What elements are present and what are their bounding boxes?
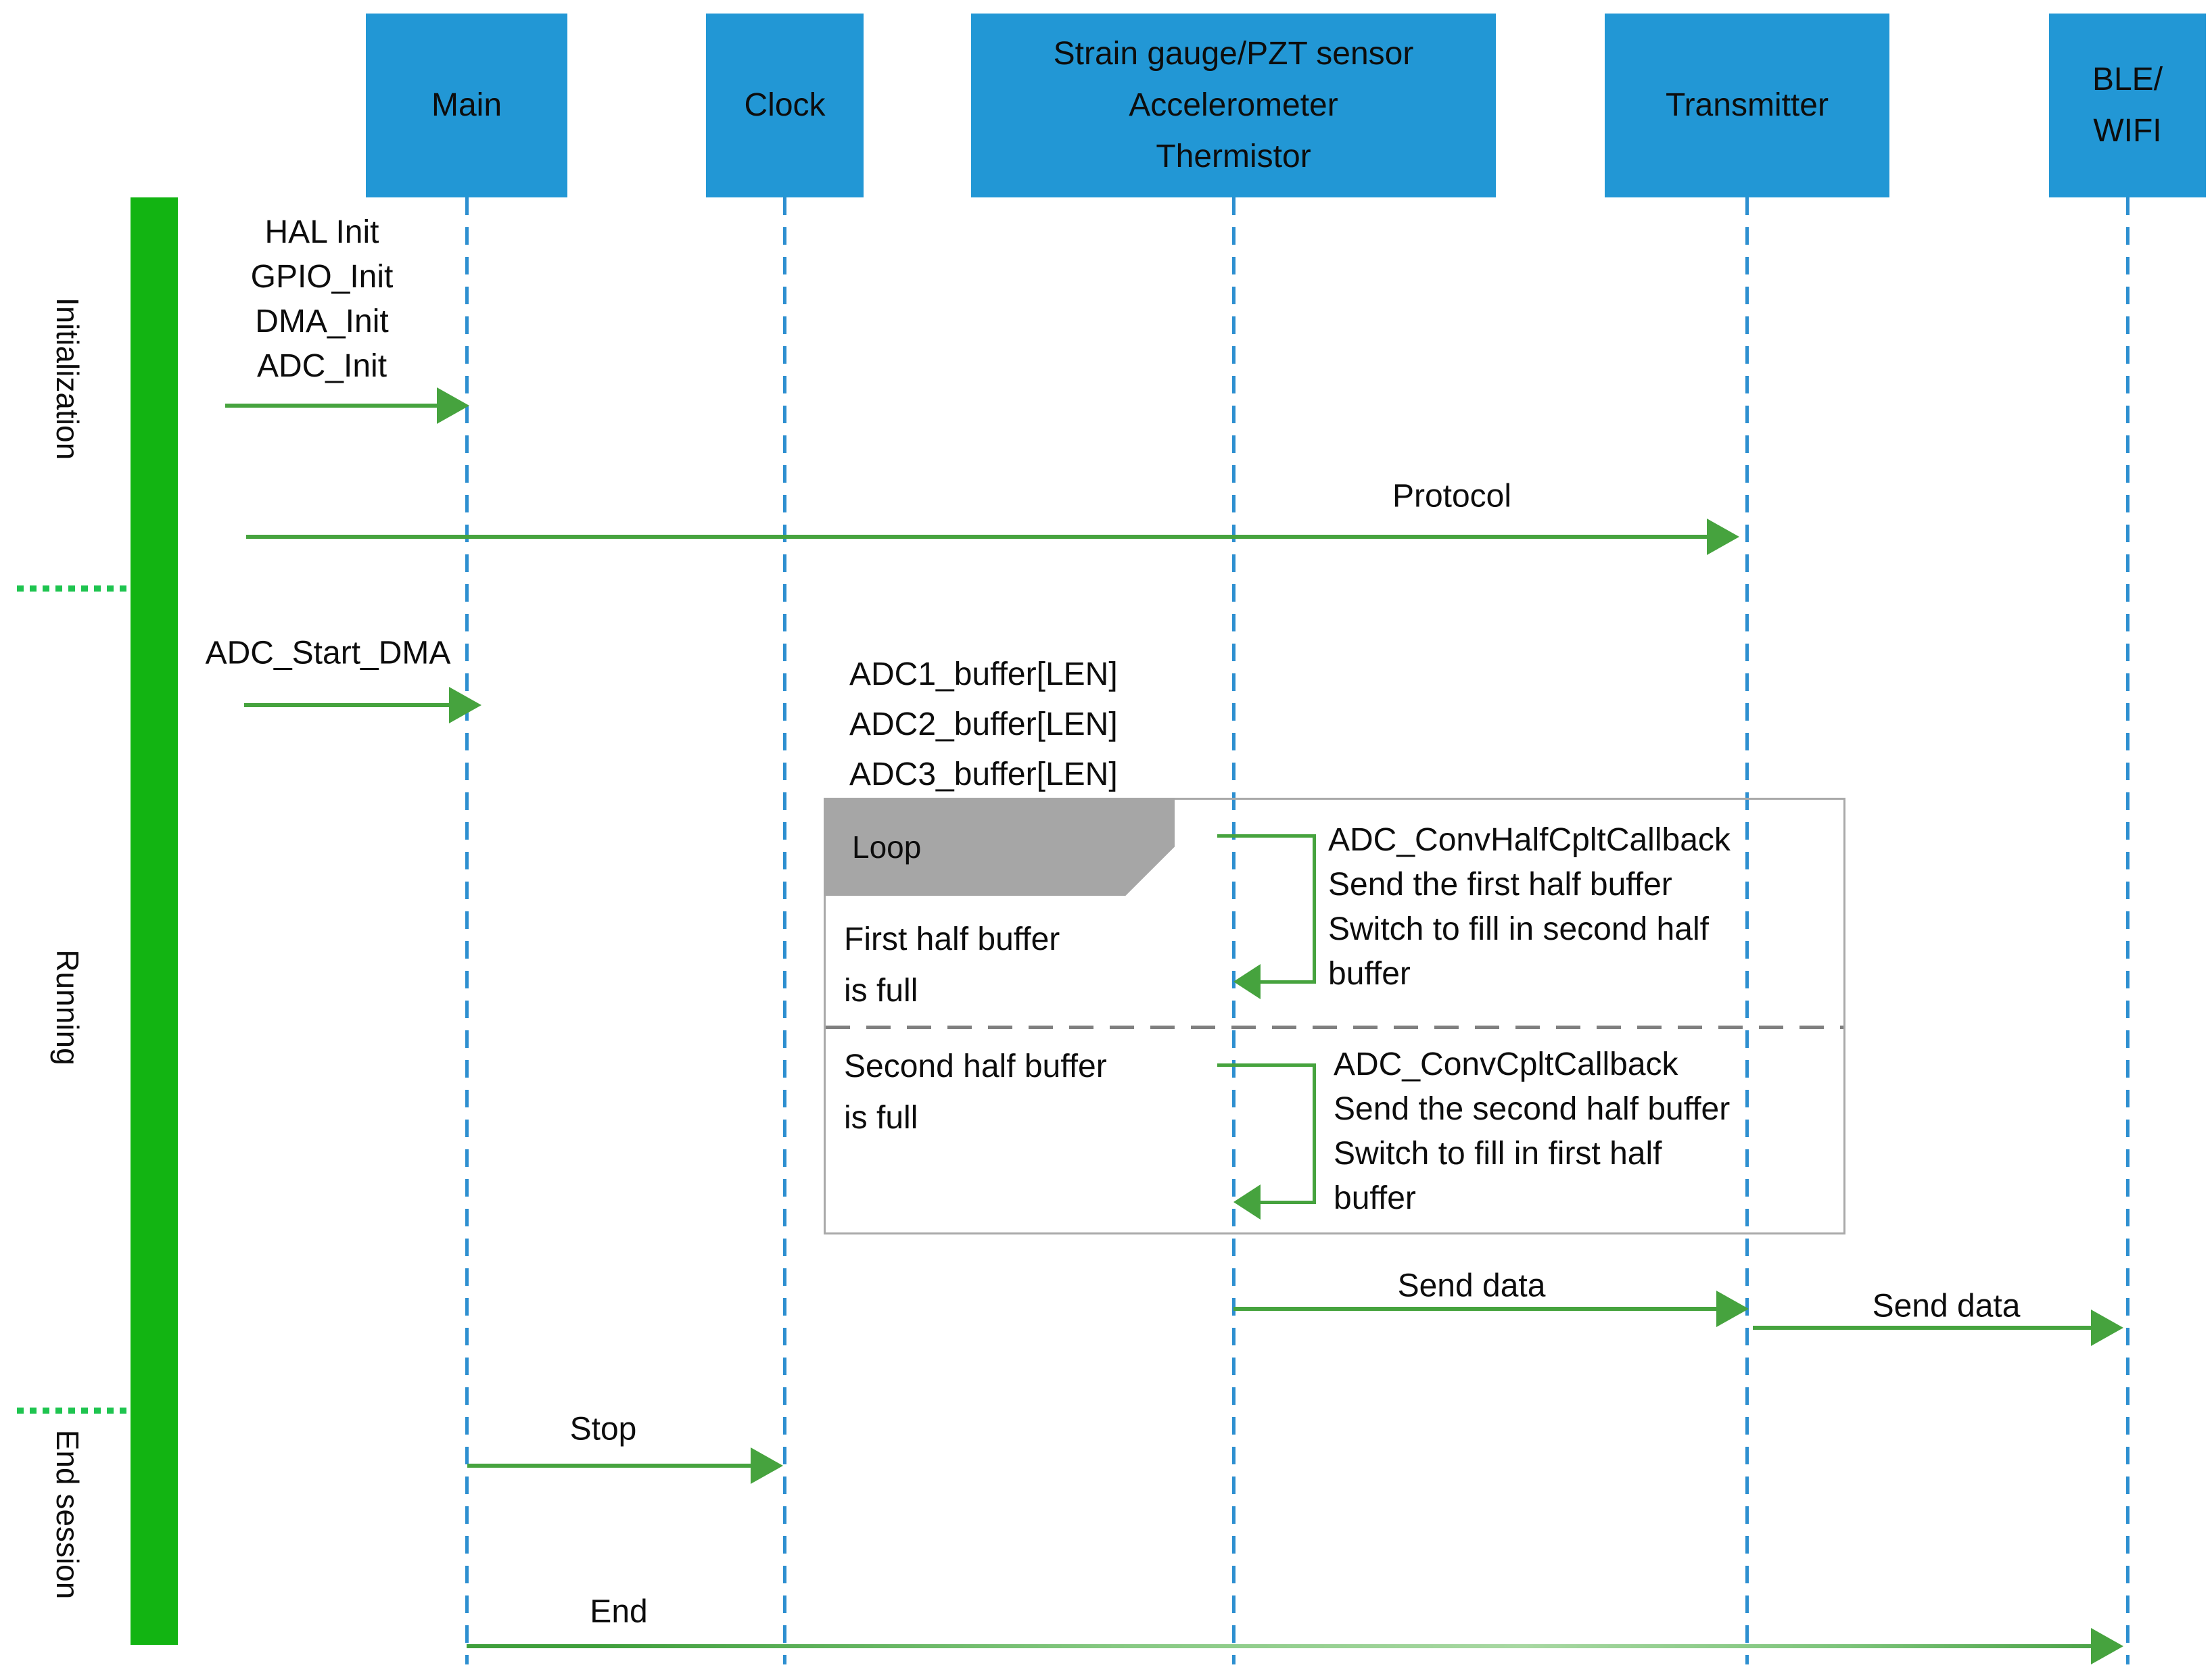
second-condition-line1: Second half buffer [844,1049,1107,1084]
actor-transmitter: Transmitter [1605,14,1889,197]
phase-label-end-session: End session [50,1429,85,1600]
actor-ble-wifi-label-line2: WIFI [2093,113,2162,149]
buffer-line-2: ADC2_buffer[LEN] [849,706,1118,742]
self-arrow-2-return [1261,1201,1316,1204]
actor-main-label: Main [431,87,502,123]
actor-transmitter-label: Transmitter [1666,87,1829,123]
message-end-label: End [590,1593,648,1630]
actor-ble-wifi-label-line1: BLE/ [2092,62,2163,97]
second-callback-line2: Send the second half buffer [1334,1091,1731,1127]
message-init-label: HAL Init GPIO_Init DMA_Init ADC_Init [216,210,427,389]
loop-tag-label: Loop [852,829,922,865]
loop-second-condition: Second half buffer is full [844,1041,1107,1144]
lifeline-main [465,197,469,1664]
arrow-send-data-2-line [1753,1326,2091,1330]
first-callback-line1: ADC_ConvHalfCpltCallback [1328,822,1731,858]
loop-tag: Loop [824,798,1175,896]
self-arrow-1-side [1313,834,1316,983]
self-arrow-1-return [1261,980,1316,984]
actor-ble-wifi: BLE/ WIFI [2049,14,2206,197]
actor-clock-label: Clock [744,87,826,123]
arrow-adc-start-dma-head [449,687,481,723]
actor-sensor-label-line1: Strain gauge/PZT sensor [1053,36,1414,72]
actor-sensor-label-line2: Accelerometer [1129,87,1338,123]
buffer-line-1: ADC1_buffer[LEN] [849,656,1118,692]
arrow-protocol-line [246,535,1707,539]
second-condition-line2: is full [844,1100,918,1136]
buffer-line-3: ADC3_buffer[LEN] [849,757,1118,792]
phase-separator-1 [17,585,131,592]
self-arrow-1-head [1233,964,1261,999]
message-send-data-1-label: Send data [1397,1268,1546,1304]
actor-clock: Clock [706,14,864,197]
arrow-send-data-2-head [2091,1310,2123,1346]
buffer-labels: ADC1_buffer[LEN] ADC2_buffer[LEN] ADC3_b… [849,650,1118,800]
first-callback-line2: Send the first half buffer [1328,867,1672,903]
message-adc-start-dma-label: ADC_Start_DMA [205,635,451,671]
lifeline-sensor [1232,197,1236,1664]
first-condition-line1: First half buffer [844,921,1060,957]
arrow-send-data-1-line [1233,1307,1716,1311]
second-callback-line1: ADC_ConvCpltCallback [1334,1047,1678,1082]
arrow-init-head [437,387,469,424]
loop-first-condition: First half buffer is full [844,914,1060,1017]
arrow-end-head [2091,1628,2123,1664]
arrow-stop-line [467,1464,751,1468]
arrow-stop-head [751,1447,783,1484]
init-line-4: ADC_Init [256,348,387,384]
loop-divider [826,1026,1843,1029]
first-condition-line2: is full [844,973,918,1009]
message-stop-label: Stop [569,1411,637,1447]
arrow-protocol-head [1707,519,1739,555]
loop-first-callback: ADC_ConvHalfCpltCallback Send the first … [1328,818,1731,997]
self-arrow-2-head [1233,1184,1261,1220]
phase-label-initialization: Initialization [50,297,85,460]
phase-separator-2 [17,1408,131,1414]
loop-fragment: Loop [824,798,1845,1234]
second-callback-line3: Switch to fill in first half [1334,1136,1662,1172]
first-callback-line3: Switch to fill in second half [1328,911,1709,947]
init-line-1: HAL Init [264,214,379,250]
self-arrow-1-top [1217,834,1316,838]
actor-sensor: Strain gauge/PZT sensor Accelerometer Th… [971,14,1496,197]
arrow-end-line [467,1644,2091,1648]
arrow-init-line [225,404,438,408]
self-arrow-2-top [1217,1063,1316,1067]
phase-bar [131,197,178,1645]
loop-second-callback: ADC_ConvCpltCallback Send the second hal… [1334,1042,1730,1221]
first-callback-line4: buffer [1328,956,1411,992]
lifeline-transmitter [1745,197,1749,1664]
self-arrow-2-side [1313,1063,1316,1203]
phase-label-running: Running [50,949,85,1065]
init-line-3: DMA_Init [255,304,389,339]
message-protocol-label: Protocol [1392,478,1512,514]
second-callback-line4: buffer [1334,1180,1416,1216]
message-send-data-2-label: Send data [1872,1288,2021,1324]
actor-sensor-label-line3: Thermistor [1156,139,1311,174]
arrow-adc-start-dma-line [244,703,450,707]
lifeline-ble-wifi [2126,197,2129,1664]
init-line-2: GPIO_Init [250,259,394,295]
lifeline-clock [783,197,786,1664]
arrow-send-data-1-head [1716,1291,1749,1327]
actor-main: Main [366,14,567,197]
